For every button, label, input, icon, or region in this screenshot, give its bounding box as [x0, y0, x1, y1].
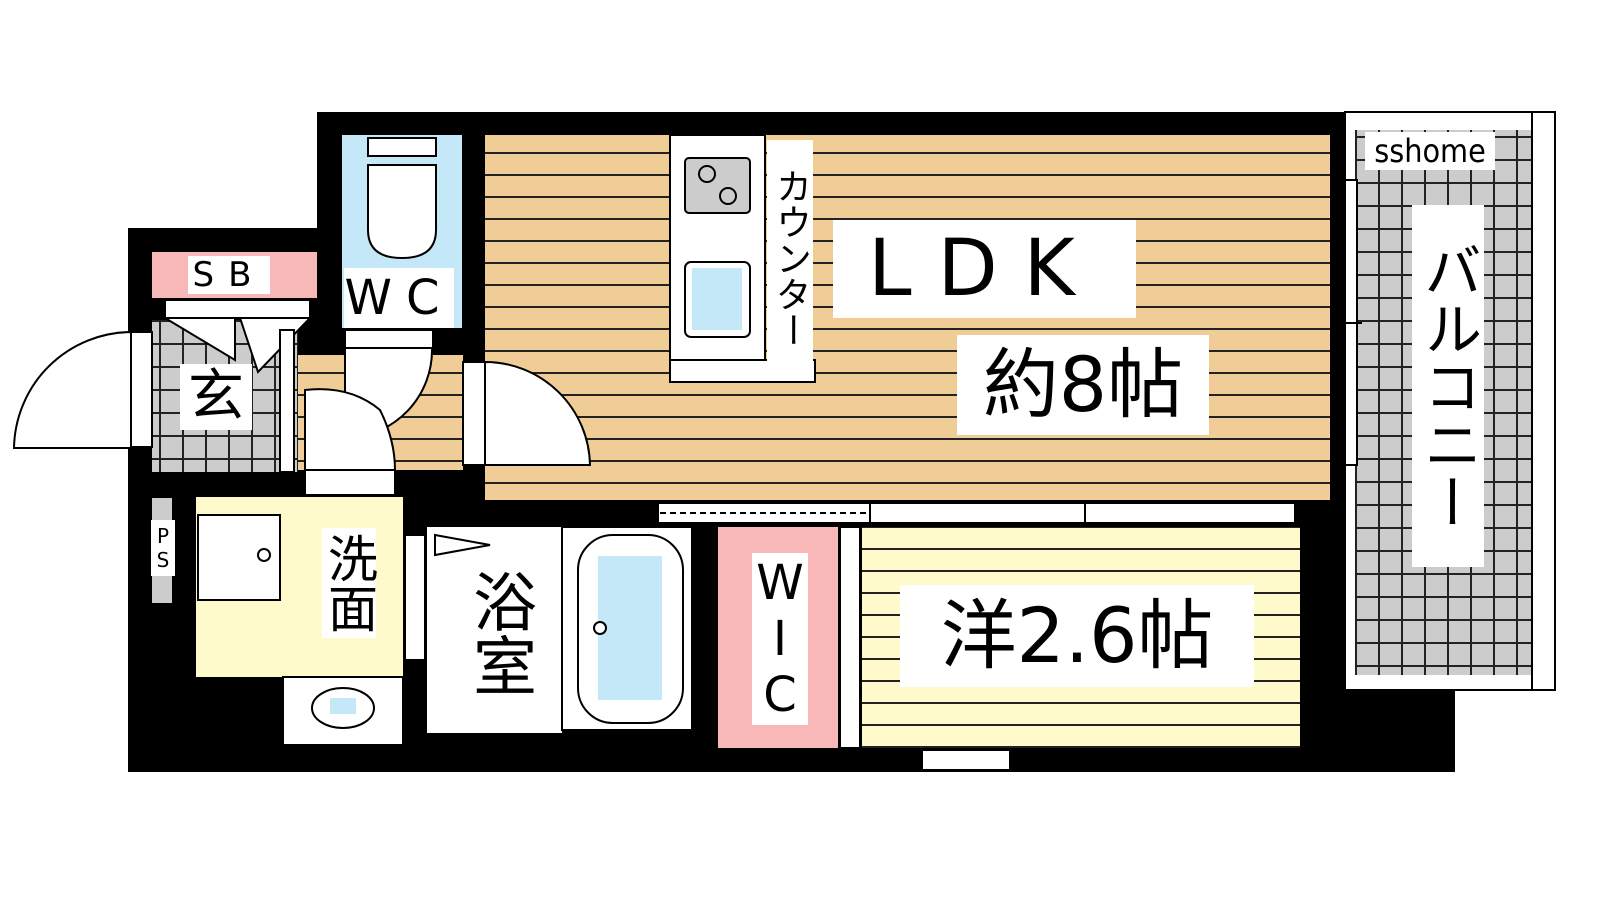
- watermark-text: sshome: [1365, 132, 1495, 170]
- bathroom-label: 浴室: [462, 560, 536, 705]
- window: [921, 749, 1011, 771]
- balcony-label: バルコニー: [1412, 205, 1484, 567]
- entrance-door[interactable]: [130, 331, 153, 448]
- bathroom: [427, 526, 693, 733]
- entrance-label: 玄: [180, 364, 252, 430]
- kitchen: [669, 134, 816, 383]
- doors: [304, 347, 592, 496]
- ldk-label: LDK: [833, 220, 1136, 318]
- toilet-tank-icon: [367, 137, 437, 157]
- toilet-icon: [367, 164, 437, 260]
- washing-machine-icon: [197, 514, 281, 601]
- counter-label: カウンター: [767, 140, 813, 375]
- stove-icon: [684, 157, 751, 214]
- sb-label: SB: [188, 256, 270, 294]
- washroom-label: 洗面: [320, 528, 378, 638]
- entrance-area: [12, 299, 313, 473]
- western-room-size-label: 洋2.6帖: [900, 585, 1254, 687]
- balcony: [1322, 111, 1556, 691]
- ps-label: PS: [151, 520, 175, 576]
- wic-label: WIC: [752, 553, 808, 725]
- closet-doors: [657, 502, 1296, 524]
- wc-label: WC: [344, 268, 454, 328]
- ldk-size-label: 約8帖: [957, 335, 1209, 435]
